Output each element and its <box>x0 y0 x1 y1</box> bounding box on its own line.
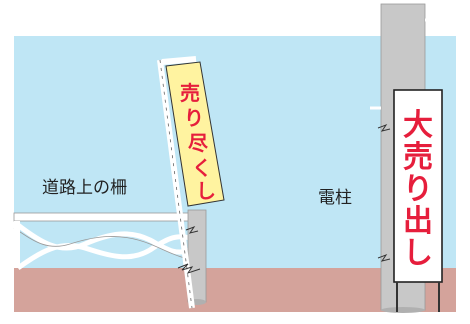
flag-char-1: 売 <box>180 81 200 105</box>
road-railing <box>13 212 205 271</box>
sign-char-5: し <box>403 236 433 271</box>
tie-upper <box>185 225 199 234</box>
nobori-flag: 売 り 尽 く し <box>157 56 225 309</box>
sign-char-3: り <box>403 172 433 207</box>
flag-char-4: く <box>192 156 212 180</box>
pole-tie-upper <box>377 123 391 132</box>
flag-char-2: り <box>184 106 204 130</box>
pole-tie-lower <box>377 253 391 262</box>
tie-lower <box>177 263 201 274</box>
sign-char-1: 大 <box>403 108 433 143</box>
flag-char-3: 尽 <box>188 131 209 155</box>
pole-label: 電柱 <box>318 188 352 208</box>
sign-char-4: 出 <box>403 204 433 239</box>
railing-label: 道路上の柵 <box>42 178 127 198</box>
standing-sign: 大 売 り 出 し <box>393 89 443 312</box>
sign-char-2: 売 <box>403 140 433 175</box>
flag-char-5: し <box>196 179 216 203</box>
